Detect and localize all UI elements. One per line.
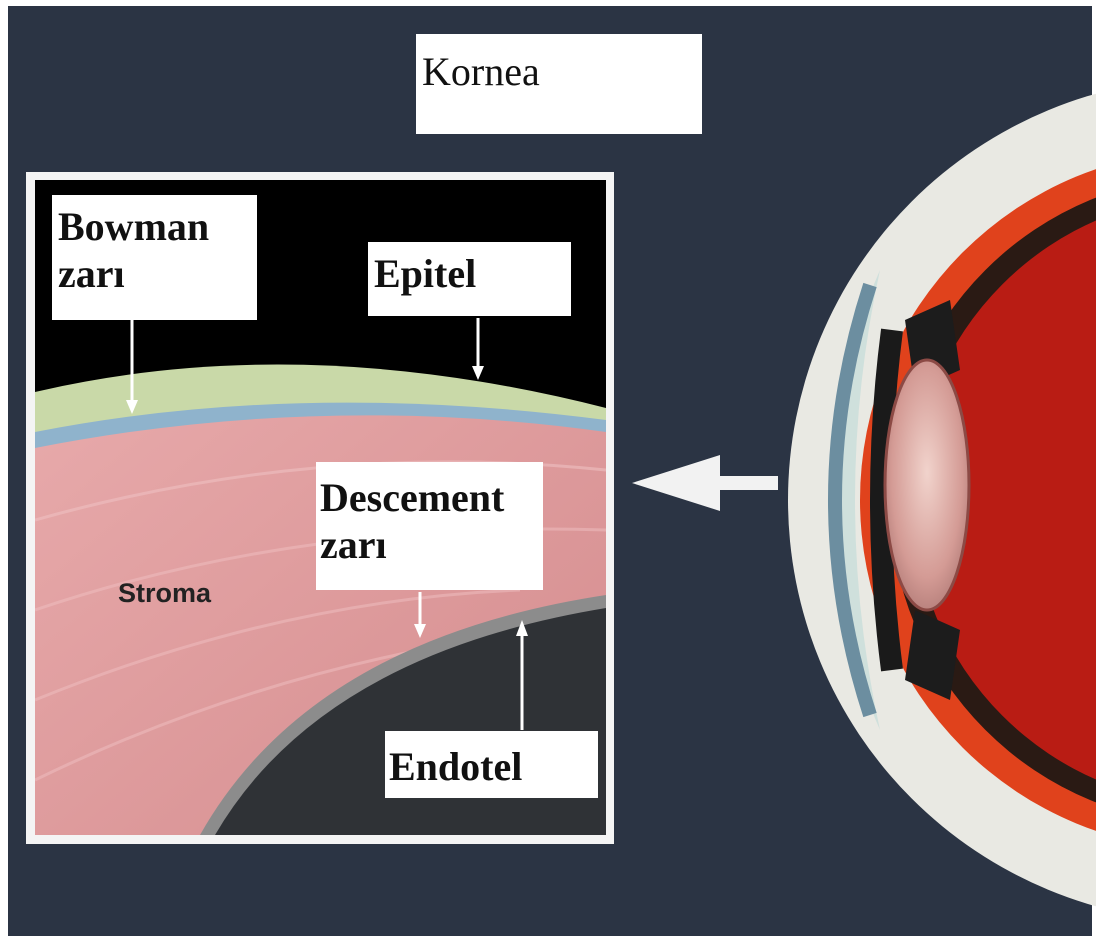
epitel-label: Epitel xyxy=(368,242,571,316)
endotel-label: Endotel xyxy=(385,731,598,798)
lens xyxy=(885,360,969,610)
descement-label: Descement zarı xyxy=(316,462,543,590)
bowman-label: Bowman zarı xyxy=(52,195,257,320)
stroma-label: Stroma xyxy=(118,578,211,609)
diagram-title: Kornea xyxy=(416,34,702,134)
